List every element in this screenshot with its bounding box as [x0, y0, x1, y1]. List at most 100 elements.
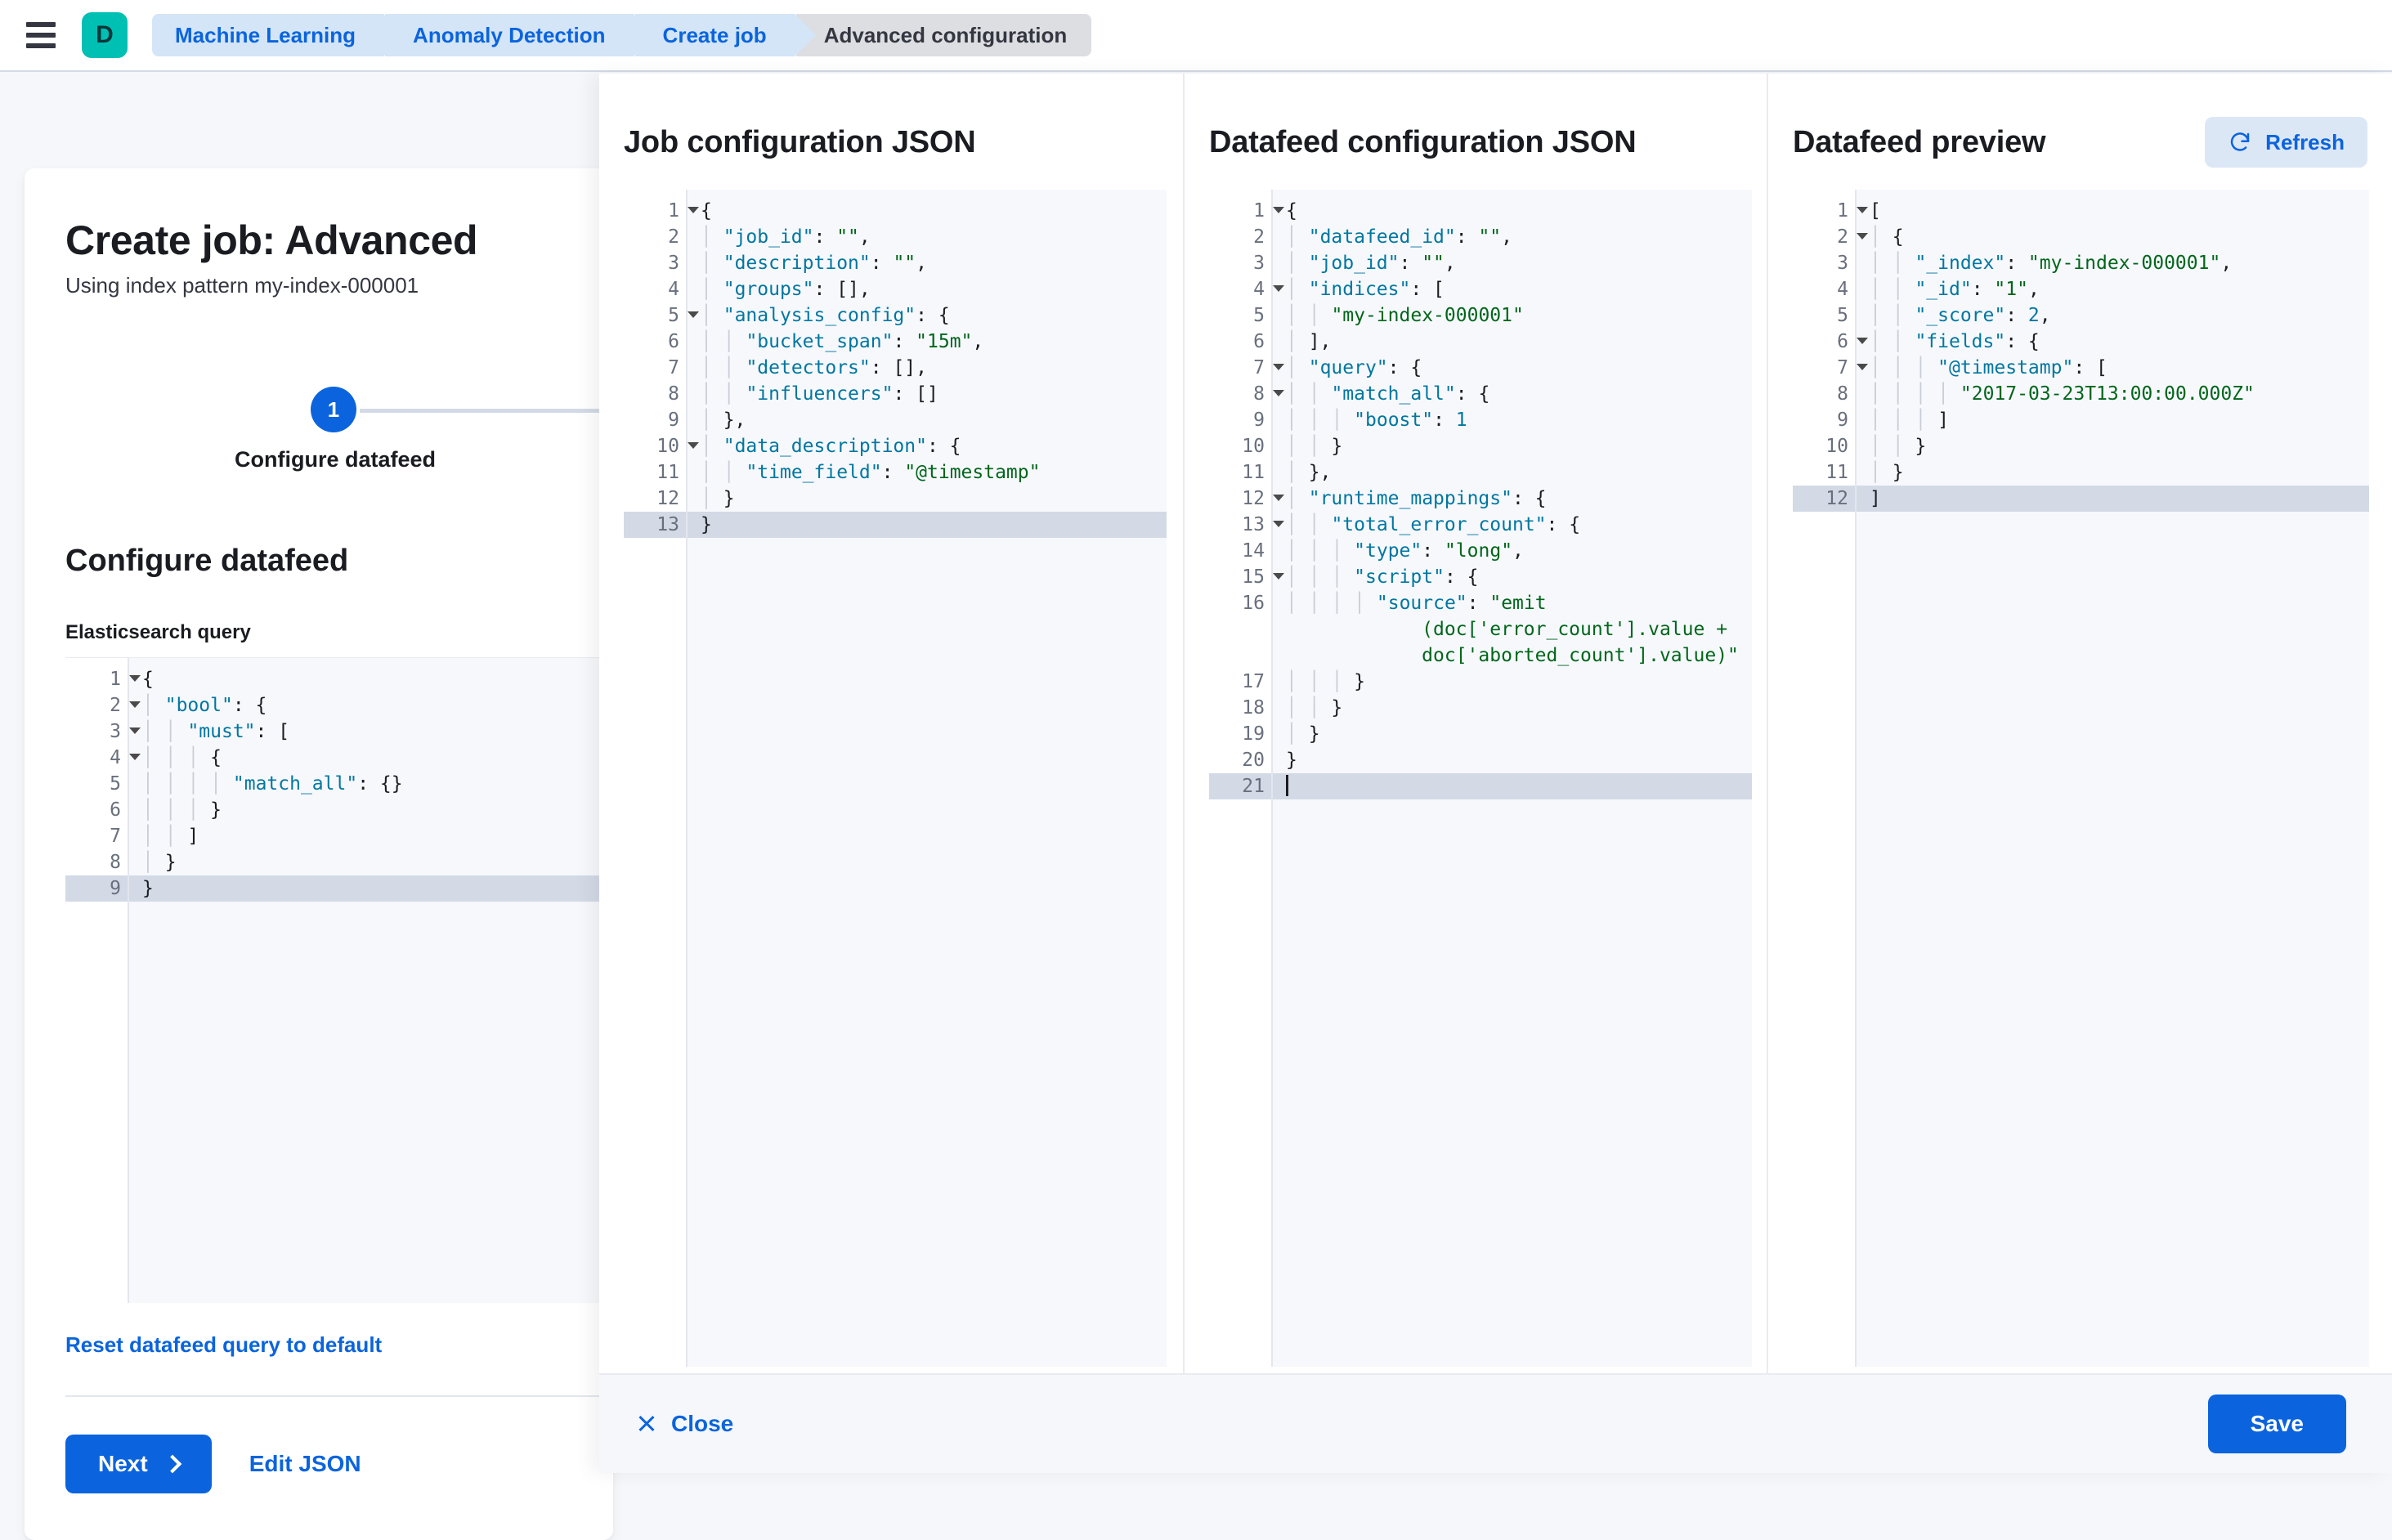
line-number: 16: [1242, 593, 1265, 614]
code-line: │ │ "bucket_span": "15m",: [701, 331, 984, 352]
line-number: 2: [1253, 226, 1265, 248]
code-line: │ │ }: [1870, 436, 1927, 457]
code-line: │ │ "time_field": "@timestamp": [701, 462, 1041, 483]
line-number: 11: [1242, 462, 1265, 483]
line-number: 1: [1793, 198, 1868, 224]
line-number: 15: [1209, 564, 1284, 590]
line-number: 4: [65, 745, 141, 771]
code-line: │ }: [701, 488, 735, 509]
editor-code[interactable]: [│ {│ │ "_index": "my-index-000001",│ │ …: [1857, 190, 2369, 1367]
elasticsearch-query-label: Elasticsearch query: [65, 621, 251, 643]
line-number: 8: [668, 383, 679, 405]
code-line: │ │ "influencers": []: [701, 383, 938, 405]
code-line: │ │ │ {: [142, 747, 222, 768]
line-number: 13: [1209, 512, 1284, 538]
breadcrumb-item-1[interactable]: Anomaly Detection: [385, 14, 655, 56]
line-number: 7: [668, 357, 679, 378]
line-number: 6: [110, 799, 121, 821]
section-title: Configure datafeed: [65, 544, 349, 578]
code-line: │ "job_id": "",: [1286, 253, 1456, 274]
line-number: 19: [1242, 723, 1265, 745]
page-title: Create job: Advanced: [65, 217, 478, 263]
code-line: │ │ │ "script": {: [1286, 566, 1479, 588]
code-line: │ "analysis_config": {: [701, 305, 950, 326]
stepper-step-1[interactable]: 1: [311, 387, 356, 432]
editor-code[interactable]: {│ "datafeed_id": "",│ "job_id": "",│ "i…: [1273, 190, 1752, 1367]
code-line: [: [1870, 200, 1881, 222]
code-line: {: [142, 669, 154, 690]
breadcrumb-item-0[interactable]: Machine Learning: [152, 14, 405, 56]
next-button[interactable]: Next: [65, 1435, 212, 1493]
line-number: 8: [1209, 381, 1284, 407]
code-line: │ "job_id": "",: [701, 226, 871, 248]
editor-code[interactable]: {│ "bool": {│ │ "must": [│ │ │ {│ │ │ │ …: [129, 658, 611, 1303]
refresh-button[interactable]: Refresh: [2205, 117, 2367, 168]
left-panel-actions: Next Edit JSON: [65, 1435, 613, 1493]
line-number: 4: [1837, 279, 1848, 300]
code-line: │ ],: [1286, 331, 1332, 352]
divider: [65, 1395, 611, 1397]
datafeed-configuration-header: Datafeed configuration JSON: [1185, 113, 1767, 172]
line-number: 21: [1209, 773, 1271, 799]
line-number: 8: [110, 852, 121, 873]
space-avatar[interactable]: D: [82, 12, 128, 58]
line-number: 5: [1837, 305, 1848, 326]
code-line: │ │ "total_error_count": {: [1286, 514, 1581, 535]
line-number: 1: [65, 666, 141, 692]
reset-datafeed-query-link[interactable]: Reset datafeed query to default: [65, 1332, 383, 1357]
line-number: 13: [624, 512, 686, 538]
line-number: 9: [668, 410, 679, 431]
line-number: 12: [1793, 486, 1855, 512]
refresh-button-label: Refresh: [2265, 129, 2345, 154]
page-subtitle: Using index pattern my-index-000001: [65, 273, 419, 298]
line-number: 10: [624, 433, 699, 459]
code-line: │ "data_description": {: [701, 436, 961, 457]
code-line: │ │ "_index": "my-index-000001",: [1870, 253, 2233, 274]
code-line: │ │ │ ]: [1870, 410, 1949, 431]
code-line: │ │ │ "boost": 1: [1286, 410, 1467, 431]
code-line: │ }: [1286, 723, 1320, 745]
code-line: │ "runtime_mappings": {: [1286, 488, 1547, 509]
line-number: 6: [1253, 331, 1265, 352]
datafeed-preview-header: Datafeed preview Refresh: [1768, 113, 2390, 172]
code-line: │ }: [142, 852, 177, 873]
line-number: 4: [1209, 276, 1284, 302]
line-number: 10: [1825, 436, 1848, 457]
code-line: │ │ "_score": 2,: [1870, 305, 2051, 326]
line-number: 4: [668, 279, 679, 300]
breadcrumb-item-2[interactable]: Create job: [634, 14, 816, 56]
code-line: │ │ │ │ "match_all": {}: [142, 773, 403, 795]
code-line: │ "bool": {: [142, 695, 267, 716]
line-number: 14: [1242, 540, 1265, 562]
edit-json-link[interactable]: Edit JSON: [249, 1451, 361, 1476]
code-line: │ │ "detectors": [],: [701, 357, 928, 378]
code-line: │ │ │ │ "2017-03-23T13:00:00.000Z": [1870, 383, 2255, 405]
code-line: │ │ "match_all": {: [1286, 383, 1490, 405]
line-number: 6: [668, 331, 679, 352]
line-number: 2: [668, 226, 679, 248]
save-button[interactable]: Save: [2207, 1395, 2346, 1453]
line-number: 12: [1209, 486, 1284, 512]
line-number: 10: [1242, 436, 1265, 457]
line-number: 2: [1793, 224, 1868, 250]
close-button-label: Close: [671, 1411, 734, 1436]
close-button[interactable]: Close: [637, 1411, 733, 1437]
hamburger-menu-icon[interactable]: [26, 17, 62, 53]
code-line: │ "query": {: [1286, 357, 1422, 378]
editor-code[interactable]: {│ "job_id": "",│ "description": "",│ "g…: [688, 190, 1167, 1367]
code-line: │ │ }: [1286, 436, 1343, 457]
line-number: 1: [1209, 198, 1284, 224]
code-line: │ },: [701, 410, 746, 431]
job-configuration-header: Job configuration JSON: [599, 113, 1183, 172]
